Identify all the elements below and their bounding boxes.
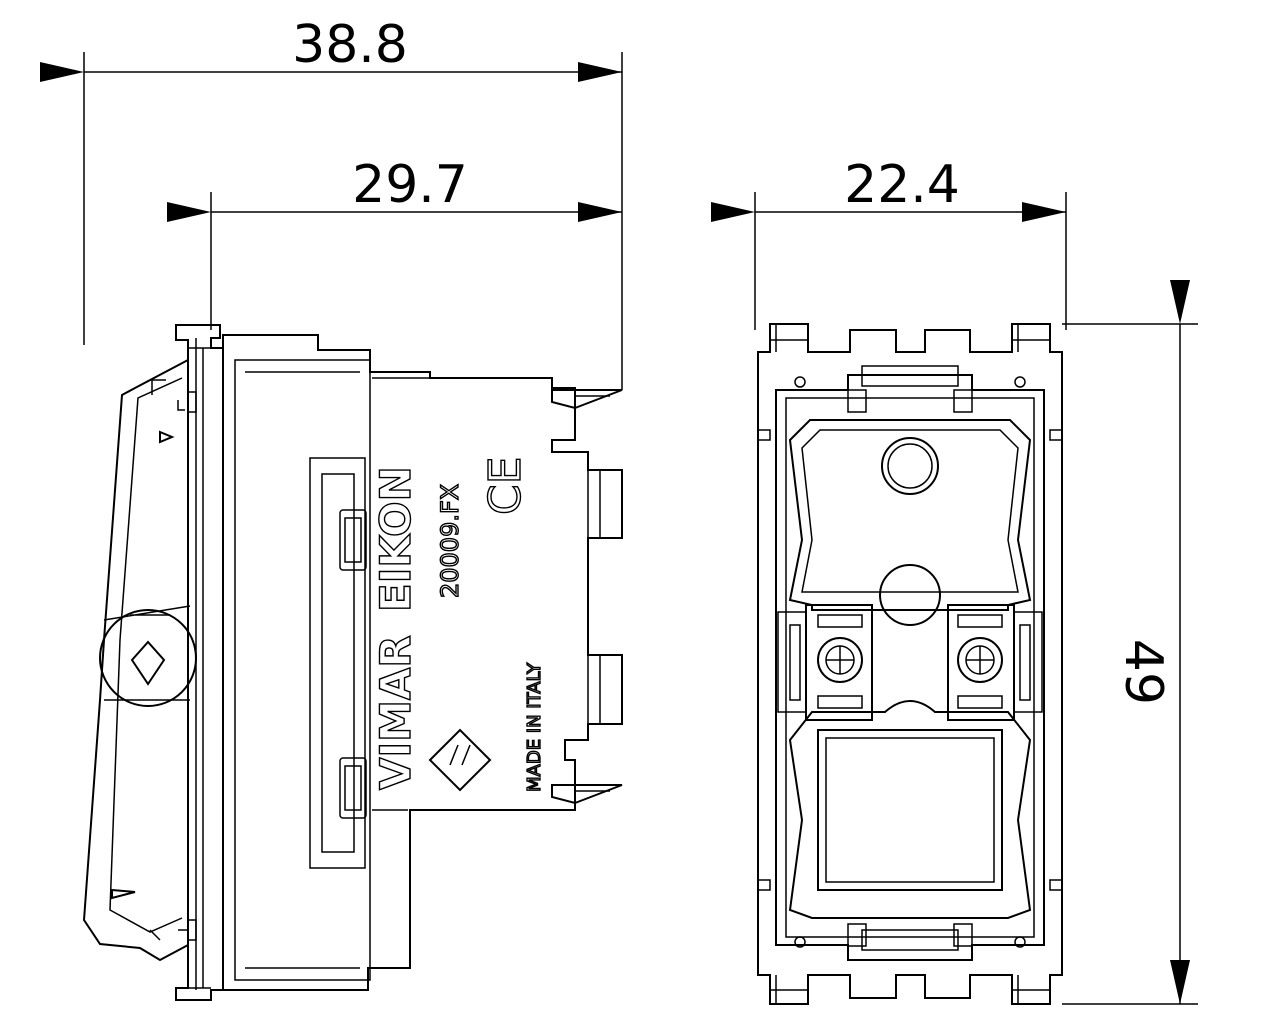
approval-diamond-icon	[428, 728, 492, 792]
made-in-italy: MADE IN ITALY	[524, 662, 545, 792]
upper-hole	[881, 437, 939, 495]
lower-cavity	[788, 700, 1032, 919]
terminal-left	[777, 604, 873, 721]
dimension-overall-depth-label: 38.8	[292, 15, 408, 75]
frame-outline	[757, 323, 1063, 1005]
dimension-overall-depth: 38.8	[40, 15, 623, 390]
screw-left-icon	[817, 637, 863, 683]
screw-right-icon	[957, 637, 1003, 683]
ce-mark: CE	[480, 456, 531, 515]
dimension-width: 22.4	[711, 155, 1067, 330]
dimension-height-label: 49	[1113, 639, 1173, 705]
upper-cavity	[788, 419, 1032, 611]
housing-markings: VIMAR EIKON 20009.FX MADE IN ITALY CE	[370, 456, 545, 793]
dimension-width-label: 22.4	[844, 155, 960, 215]
brand-vimar: VIMAR	[371, 635, 420, 790]
dimension-body-depth-label: 29.7	[352, 155, 468, 215]
rocker-actuator	[82, 358, 197, 962]
inner-frame	[775, 374, 1045, 961]
lower-window	[817, 729, 1003, 891]
terminal-right	[947, 604, 1043, 721]
dimension-body-depth: 29.7	[167, 155, 622, 330]
module-housing	[222, 334, 623, 991]
product-code: 20009.FX	[436, 484, 464, 598]
dimension-height: 49	[1062, 280, 1198, 1005]
side-view: VIMAR EIKON 20009.FX MADE IN ITALY CE	[82, 324, 623, 1001]
terminal-pins	[551, 389, 623, 805]
center-hole	[879, 564, 941, 626]
support-frame	[175, 324, 224, 1001]
series-eikon: EIKON	[371, 466, 420, 612]
front-view	[757, 323, 1063, 1005]
